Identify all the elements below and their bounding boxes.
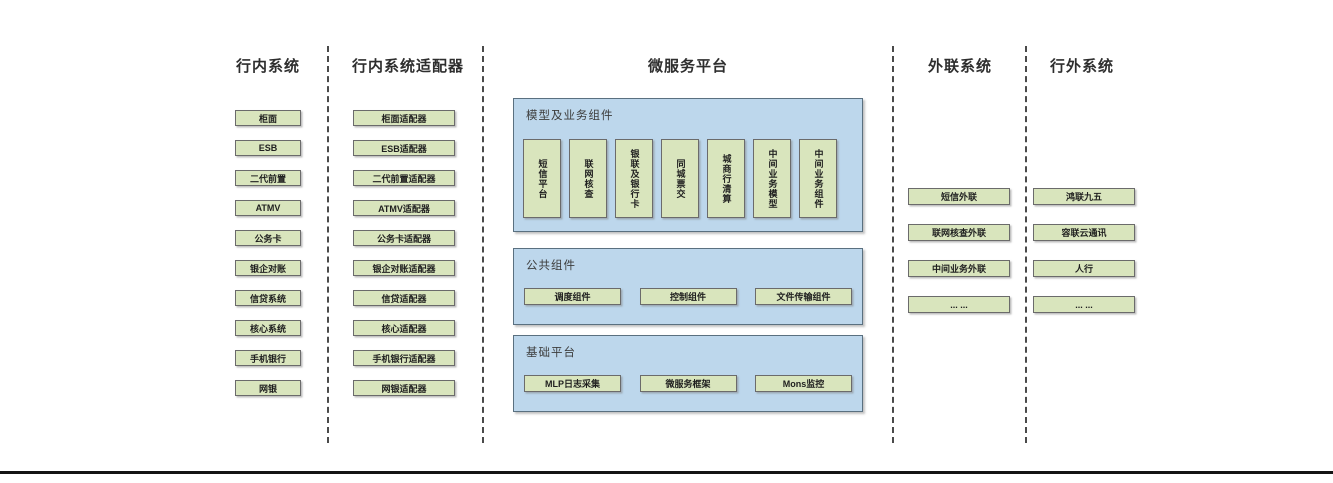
adapter-box: 信贷适配器 xyxy=(353,290,455,306)
component-box: MLP日志采集 xyxy=(524,375,621,392)
adapter-box: 银企对账适配器 xyxy=(353,260,455,276)
components-row: 调度组件 控制组件 文件传输组件 xyxy=(514,288,862,305)
column-title-outbound-systems: 外联系统 xyxy=(927,58,992,75)
adapter-box: 网银适配器 xyxy=(353,380,455,396)
external-box: 人行 xyxy=(1033,260,1135,277)
vertical-component-box: 中间业务组件 xyxy=(799,139,837,218)
column-separator xyxy=(1025,46,1027,443)
external-systems-list: 鸿联九五容联云通讯人行 ... ... xyxy=(1033,188,1135,313)
system-box: ATMV xyxy=(235,200,301,216)
column-separator xyxy=(327,46,329,443)
component-box: Mons监控 xyxy=(755,375,852,392)
vertical-component-box: 城商行清算 xyxy=(707,139,745,218)
external-box: 容联云通讯 xyxy=(1033,224,1135,241)
system-box: 公务卡 xyxy=(235,230,301,246)
component-box: 调度组件 xyxy=(524,288,621,305)
column-separator xyxy=(482,46,484,443)
group-base-platform: 基础平台 MLP日志采集 微服务框架 Mons监控 xyxy=(513,335,863,412)
internal-adapters-list: 柜面适配器 ESB适配器二代前置适配器 ATMV适配器公务卡适配器银企对账适配器信贷… xyxy=(353,110,455,396)
system-box: 信贷系统 xyxy=(235,290,301,306)
group-model-business-components: 模型及业务组件 短信平台联网核查银联及银行卡同城票交城商行清算中间业务模型中间业… xyxy=(513,98,863,232)
system-box: 柜面 xyxy=(235,110,301,126)
external-box: ... ... xyxy=(1033,296,1135,313)
outbound-box: 联网核查外联 xyxy=(908,224,1010,241)
vertical-component-box: 同城票交 xyxy=(661,139,699,218)
outbound-box: 短信外联 xyxy=(908,188,1010,205)
bottom-rule xyxy=(0,471,1333,474)
group-title: 基础平台 xyxy=(526,347,576,359)
adapter-box: 手机银行适配器 xyxy=(353,350,455,366)
outbound-box: ... ... xyxy=(908,296,1010,313)
column-title-external-systems: 行外系统 xyxy=(1049,58,1114,75)
adapter-box: 柜面适配器 xyxy=(353,110,455,126)
adapter-box: 公务卡适配器 xyxy=(353,230,455,246)
system-box: ESB xyxy=(235,140,301,156)
vertical-component-box: 银联及银行卡 xyxy=(615,139,653,218)
component-box: 控制组件 xyxy=(639,288,737,305)
column-separator xyxy=(892,46,894,443)
vertical-component-box: 联网核查 xyxy=(569,139,607,218)
column-title-internal-systems: 行内系统 xyxy=(235,58,300,75)
system-box: 二代前置 xyxy=(235,170,301,186)
group-title: 模型及业务组件 xyxy=(526,110,614,122)
vertical-components-row: 短信平台联网核查银联及银行卡同城票交城商行清算中间业务模型中间业务组件 xyxy=(514,139,862,218)
internal-systems-list: 柜面 ESB 二代前置 ATMV 公务卡银企对账信贷系统核心系统手机银行网银 xyxy=(235,110,301,396)
group-title: 公共组件 xyxy=(526,260,576,272)
system-box: 核心系统 xyxy=(235,320,301,336)
vertical-component-box: 中间业务模型 xyxy=(753,139,791,218)
column-title-internal-adapters: 行内系统适配器 xyxy=(351,58,464,75)
group-common-components: 公共组件 调度组件 控制组件 文件传输组件 xyxy=(513,248,863,325)
adapter-box: ATMV适配器 xyxy=(353,200,455,216)
vertical-component-box: 短信平台 xyxy=(523,139,561,218)
system-box: 手机银行 xyxy=(235,350,301,366)
component-box: 微服务框架 xyxy=(639,375,737,392)
system-box: 网银 xyxy=(235,380,301,396)
system-box: 银企对账 xyxy=(235,260,301,276)
component-box: 文件传输组件 xyxy=(755,288,852,305)
adapter-box: 二代前置适配器 xyxy=(353,170,455,186)
external-box: 鸿联九五 xyxy=(1033,188,1135,205)
outbound-box: 中间业务外联 xyxy=(908,260,1010,277)
outbound-systems-list: 短信外联联网核查外联中间业务外联 ... ... xyxy=(908,188,1010,313)
adapter-box: ESB适配器 xyxy=(353,140,455,156)
adapter-box: 核心适配器 xyxy=(353,320,455,336)
column-title-microservice-platform: 微服务平台 xyxy=(647,58,728,75)
components-row: MLP日志采集 微服务框架 Mons监控 xyxy=(514,375,862,392)
